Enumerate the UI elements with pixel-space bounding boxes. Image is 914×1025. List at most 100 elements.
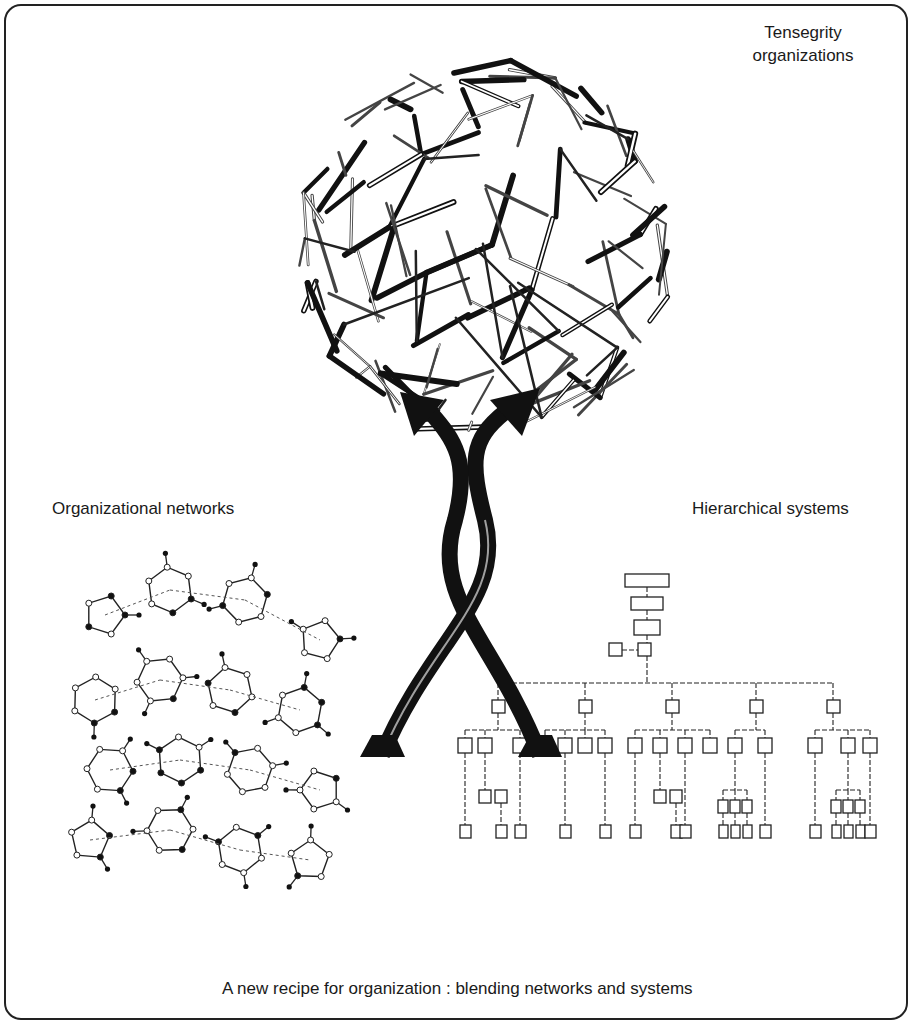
- org-line: [734, 813, 735, 825]
- atom: [97, 854, 103, 860]
- atom: [146, 578, 152, 584]
- org-box: [832, 825, 841, 838]
- org-box: [843, 800, 853, 813]
- org-line: [814, 753, 815, 825]
- atom: [232, 710, 238, 716]
- org-box: [865, 825, 876, 838]
- atom: [337, 636, 343, 642]
- link-bond: [95, 680, 160, 700]
- strut: [650, 297, 668, 321]
- strut-highlight: [370, 154, 422, 185]
- inner-strut: [416, 251, 417, 341]
- strut: [308, 283, 337, 351]
- strut: [518, 95, 533, 145]
- org-box: [719, 825, 728, 838]
- org-line: [671, 713, 672, 730]
- atom: [270, 763, 276, 769]
- org-box: [638, 643, 651, 656]
- ring: [89, 596, 125, 634]
- org-line: [646, 635, 647, 683]
- strut-highlight: [431, 113, 468, 163]
- org-box: [630, 825, 641, 838]
- org-box: [458, 738, 472, 753]
- org-box: [670, 790, 682, 803]
- illustration-label: Hierarchical systems: [692, 498, 849, 521]
- atom: [333, 775, 339, 781]
- inner-strut: [518, 283, 617, 348]
- strut: [389, 202, 454, 227]
- strut: [486, 186, 547, 216]
- strut: [314, 221, 336, 292]
- ring: [300, 771, 336, 809]
- inner-strut: [344, 278, 469, 324]
- org-box: [841, 738, 855, 753]
- strut: [377, 273, 427, 298]
- atom: [176, 734, 182, 740]
- strut: [462, 80, 524, 82]
- org-line: [635, 729, 710, 730]
- strut: [462, 82, 519, 107]
- org-line: [847, 790, 848, 800]
- atom: [74, 852, 80, 858]
- atom: [262, 784, 268, 790]
- org-box: [653, 738, 667, 753]
- atom: [179, 780, 185, 786]
- atom: [164, 564, 170, 570]
- org-line: [497, 713, 498, 730]
- strut-highlight: [562, 305, 612, 336]
- figure-caption: A new recipe for organization : blending…: [222, 978, 693, 1001]
- org-line: [659, 730, 660, 738]
- atom: [94, 786, 100, 792]
- tensegrity-sphere: [299, 61, 667, 436]
- org-box: [856, 825, 865, 838]
- atom: [120, 748, 126, 754]
- strut: [327, 182, 364, 212]
- org-line: [814, 730, 815, 738]
- link-bond: [240, 850, 310, 860]
- org-line: [584, 683, 585, 700]
- atom: [97, 746, 103, 752]
- org-line: [646, 587, 647, 597]
- strut-highlight: [469, 422, 472, 430]
- org-line: [464, 730, 465, 738]
- atom: [220, 603, 226, 609]
- org-line: [500, 803, 501, 825]
- atom: [208, 737, 213, 742]
- strut: [427, 349, 438, 387]
- strut: [619, 314, 633, 337]
- org-box: [718, 800, 728, 813]
- strut: [511, 61, 577, 97]
- org-box: [730, 800, 740, 813]
- org-box: [625, 574, 669, 587]
- strut: [417, 273, 427, 341]
- strut: [609, 241, 643, 268]
- org-box: [631, 597, 663, 610]
- atom: [311, 806, 317, 812]
- strut: [532, 219, 553, 290]
- molecule-network: [69, 551, 357, 890]
- link-bond: [170, 830, 240, 850]
- org-box: [750, 700, 763, 713]
- strut: [469, 422, 472, 430]
- org-box: [760, 825, 771, 838]
- link-bond: [90, 830, 170, 840]
- strut: [304, 169, 328, 193]
- strut: [424, 344, 440, 394]
- org-line: [847, 813, 848, 825]
- strut-highlight: [424, 344, 440, 394]
- inner-strut: [305, 238, 355, 251]
- atom: [86, 624, 92, 630]
- inner-strut: [586, 115, 628, 139]
- atom: [198, 767, 204, 773]
- atom: [144, 741, 149, 746]
- strut: [469, 95, 533, 119]
- atom: [264, 591, 270, 597]
- org-line: [465, 729, 520, 730]
- atom: [91, 720, 97, 726]
- atom: [241, 870, 247, 876]
- strut: [385, 85, 441, 109]
- atom: [266, 824, 271, 829]
- atom: [112, 709, 118, 715]
- org-line: [859, 790, 860, 800]
- atom: [255, 833, 261, 839]
